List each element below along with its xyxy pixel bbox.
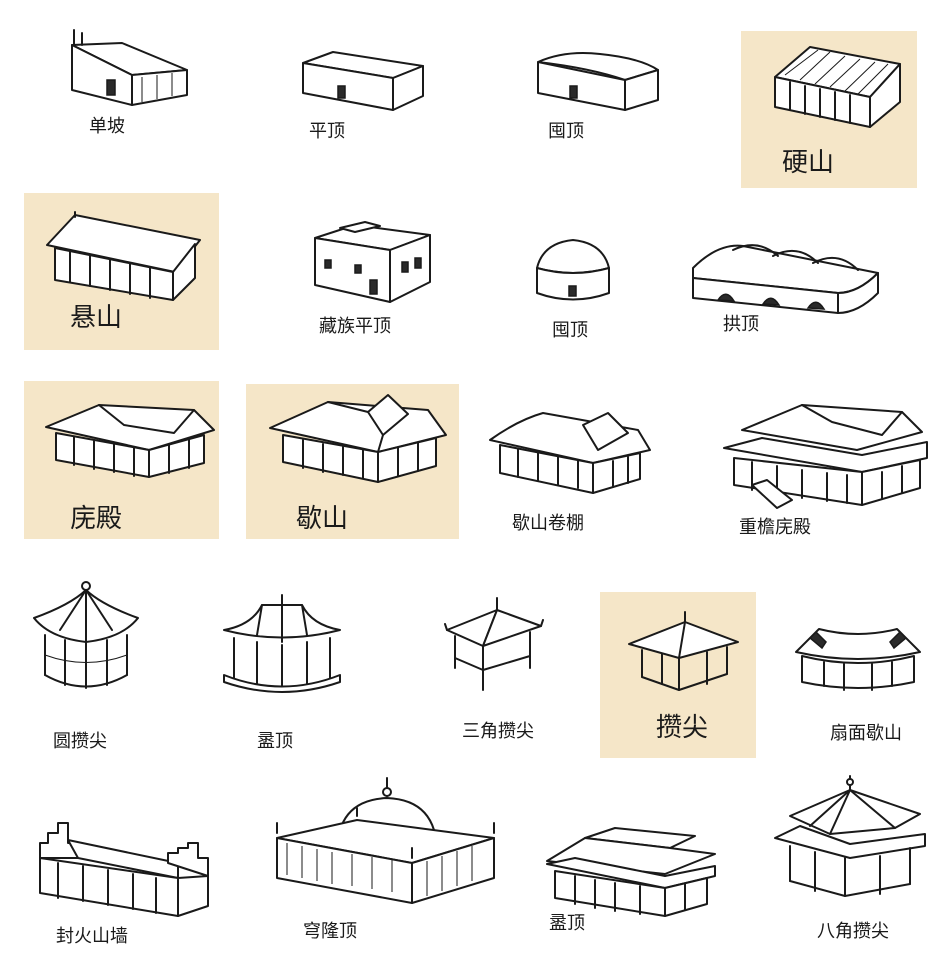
qiong-long-ding-illustration (272, 777, 497, 906)
label-qiong-long-ding: 穹隆顶 (303, 921, 357, 942)
label-tun-ding-flat: 囤顶 (548, 121, 584, 142)
xie-shan-illustration (268, 390, 448, 490)
xie-shan-juan-peng-illustration (488, 405, 653, 497)
label-xuan-shan: 悬山 (69, 303, 123, 333)
lu-ding-illustration (222, 590, 342, 695)
shan-mian-xie-shan-illustration (794, 624, 922, 692)
label-xie-shan: 歇山 (295, 504, 349, 534)
label-yuan-ding: 囤顶 (552, 320, 588, 341)
cuan-jian-illustration (627, 611, 740, 692)
feng-huo-shan-qiang-illustration (38, 818, 210, 920)
ba-jiao-cuan-jian-illustration (770, 775, 930, 904)
chong-yan-wu-dian-illustration (722, 400, 930, 512)
label-gong-ding: 拱顶 (723, 314, 759, 335)
label-yuan-cuan-jian: 圆攒尖 (53, 731, 107, 752)
label-ying-shan: 硬山 (781, 148, 835, 178)
gong-ding-illustration (688, 238, 884, 314)
yuan-cuan-jian-illustration (30, 580, 142, 698)
label-cuan-jian: 攒尖 (655, 713, 709, 743)
label-shan-mian-xie-shan: 扇面歇山 (830, 723, 902, 744)
label-feng-huo-shan-qiang: 封火山墙 (56, 926, 128, 947)
label-lu-ding: 盝顶 (257, 731, 293, 752)
ying-shan-illustration (770, 42, 910, 130)
zang-ping-ding-illustration (310, 220, 435, 305)
lu-ding-2-illustration (545, 826, 717, 918)
ping-ding-illustration (298, 48, 426, 116)
wu-dian-illustration (44, 395, 216, 480)
yuan-ding-illustration (533, 238, 613, 308)
label-ba-jiao-cuan-jian: 八角攒尖 (817, 921, 889, 942)
label-chong-yan-wu-dian: 重檐庑殿 (739, 517, 811, 538)
label-xie-shan-juan-peng: 歇山卷棚 (512, 513, 584, 534)
xuan-shan-illustration (45, 210, 205, 302)
label-zang-ping-ding: 藏族平顶 (319, 316, 391, 337)
label-dan-po: 单坡 (89, 116, 125, 137)
san-jiao-cuan-jian-illustration (444, 597, 544, 698)
dan-po-illustration (62, 25, 192, 110)
label-ping-ding: 平顶 (309, 121, 345, 142)
label-lu-ding-2: 盝顶 (549, 913, 585, 934)
label-wu-dian: 庑殿 (69, 504, 123, 534)
tun-ding-flat-illustration (530, 48, 662, 118)
label-san-jiao-cuan-jian: 三角攒尖 (462, 721, 534, 742)
